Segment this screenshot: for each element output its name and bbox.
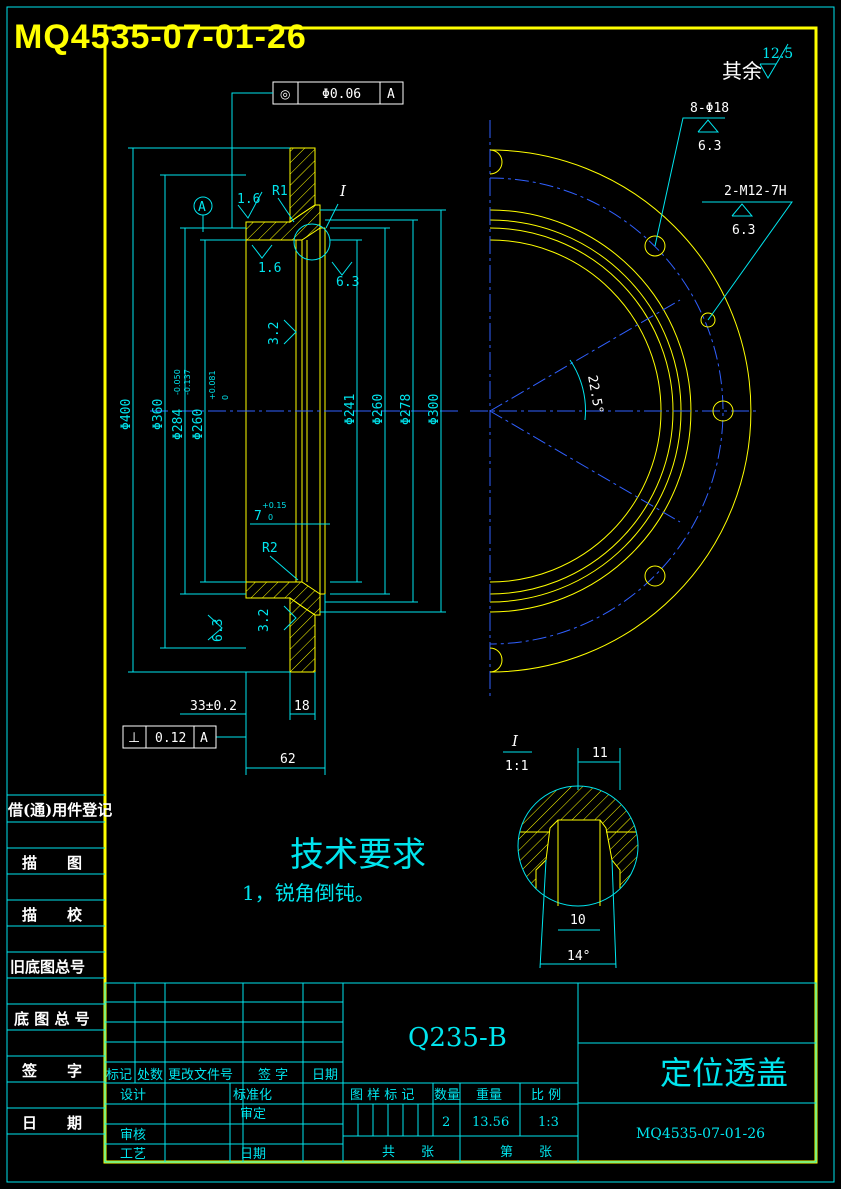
dim-d278: Φ278: [399, 394, 414, 425]
detail-dim-11: 11: [592, 746, 608, 761]
roughness-d: 3.2: [267, 322, 282, 345]
tb-role-check: 审核: [120, 1128, 146, 1143]
outer-border: [6, 6, 835, 1183]
section-view: I A Φ400 Φ360 Φ284 -0.050 -0.137 Φ260 +0…: [119, 147, 460, 775]
title-block-grid: [104, 982, 817, 1163]
tb-sheets-total: 共 张: [382, 1145, 434, 1160]
groove-tol-lower: 0: [268, 513, 273, 522]
tb-role-design: 设计: [120, 1088, 146, 1103]
perpendicularity-symbol: ⊥: [128, 730, 140, 746]
tech-req-title: 技术要求: [290, 835, 426, 875]
roughness-note: 其余 12.5: [722, 43, 793, 83]
tb-rev-sign: 签 字: [258, 1067, 288, 1083]
dim-62: 62: [280, 752, 296, 767]
tb-rev-doc: 更改文件号: [168, 1068, 233, 1083]
tb-scale: 1:3: [538, 1115, 559, 1130]
concentricity-value: Φ0.06: [322, 87, 361, 102]
concentricity-datum: A: [387, 87, 395, 102]
perpendicularity-value: 0.12: [155, 731, 186, 746]
roughness-e: 3.2: [257, 609, 272, 632]
perpendicularity-datum: A: [200, 731, 208, 746]
tb-attr-weight: 重量: [476, 1087, 502, 1103]
side-item-sign: 签 字: [21, 1062, 82, 1080]
detail-angle: 14°: [567, 949, 590, 964]
side-item-base: 底 图 总 号: [14, 1010, 90, 1028]
tech-req-item-1: 1，锐角倒钝。: [242, 881, 375, 905]
dim-d260-tol-upper: +0.081: [208, 370, 217, 400]
tech-requirements: 技术要求 1，锐角倒钝。: [242, 835, 426, 905]
tb-rev-count: 处数: [137, 1068, 163, 1083]
side-item-old-base: 旧底图总号: [10, 958, 85, 976]
groove-tol-upper: +0.15: [262, 501, 287, 510]
concentricity-symbol: ◎: [280, 87, 290, 101]
tb-weight: 13.56: [472, 1115, 509, 1130]
detail-view: I 1:1 11 10 14°: [503, 732, 639, 969]
dim-d360: Φ360: [151, 399, 166, 430]
tb-quantity: 2: [442, 1115, 450, 1130]
side-item-register: 借(通)用件登记: [7, 801, 112, 819]
tb-attr-qty: 数量: [434, 1088, 460, 1103]
perpendicularity-frame: ⊥ 0.12 A: [122, 725, 217, 749]
dim-33: 33±0.2: [190, 699, 237, 714]
tb-attr-mark: 图 样 标 记: [350, 1088, 414, 1103]
holes-callout: 8-Φ18: [690, 101, 729, 116]
side-item-trace: 描 校: [22, 906, 83, 924]
fillet-r2: R2: [262, 541, 278, 556]
tb-role-standardize: 标准化: [233, 1088, 272, 1103]
tb-rev-mark: 标记: [106, 1068, 132, 1083]
dim-d300: Φ300: [427, 394, 442, 425]
dim-d241: Φ241: [343, 394, 358, 425]
dim-18: 18: [294, 699, 310, 714]
groove-dim: 7: [254, 509, 262, 524]
tb-rev-date: 日期: [312, 1068, 338, 1083]
tb-role-process: 工艺: [120, 1147, 146, 1162]
side-item-date: 日 期: [22, 1114, 82, 1132]
detail-dim-10: 10: [570, 913, 586, 928]
tb-material: Q235-B: [408, 1023, 507, 1053]
holes-roughness: 6.3: [698, 139, 721, 154]
roughness-b: 1.6: [258, 261, 281, 276]
tb-drawing-number: MQ4535-07-01-26: [636, 1126, 765, 1142]
thread-roughness: 6.3: [732, 223, 755, 238]
roughness-note-value: 12.5: [762, 46, 793, 62]
dim-d400: Φ400: [119, 399, 134, 430]
side-item-draw: 描 图: [22, 854, 82, 872]
plan-angle: 22.5°: [584, 374, 606, 415]
tb-part-name: 定位透盖: [660, 1054, 788, 1092]
section-detail-ref: I: [339, 182, 347, 200]
detail-scale: 1:1: [505, 759, 528, 774]
dim-d284-tol-upper: -0.050: [173, 369, 182, 395]
detail-label: I: [511, 732, 519, 750]
roughness-c: 6.3: [336, 275, 359, 290]
dim-d284-tol-lower: -0.137: [183, 369, 192, 395]
thread-callout: 2-M12-7H: [724, 184, 787, 199]
roughness-note-label: 其余: [722, 59, 762, 83]
header-drawing-number: MQ4535-07-01-26: [14, 18, 307, 56]
side-panel: [7, 794, 105, 1135]
tb-sheet-number: 第 张: [500, 1145, 552, 1160]
dim-d260-tol-lower: 0: [221, 395, 230, 400]
tb-role-review: 审定: [240, 1107, 266, 1122]
roughness-f: 6.3: [211, 619, 226, 642]
fillet-r1: R1: [272, 184, 288, 199]
dim-d284: Φ284: [171, 409, 186, 440]
concentricity-frame: ◎ Φ0.06 A: [231, 81, 404, 228]
dim-d260: Φ260: [191, 409, 206, 440]
roughness-a: 1.6: [237, 192, 260, 207]
tb-role-date: 日期: [240, 1147, 266, 1162]
plan-view: 22.5° 8-Φ18 6.3 2-M12-7H 6.3: [470, 101, 793, 700]
section-datum-label: A: [198, 200, 206, 215]
dim-d260-right: Φ260: [371, 394, 386, 425]
tb-attr-scale: 比 例: [531, 1088, 561, 1103]
